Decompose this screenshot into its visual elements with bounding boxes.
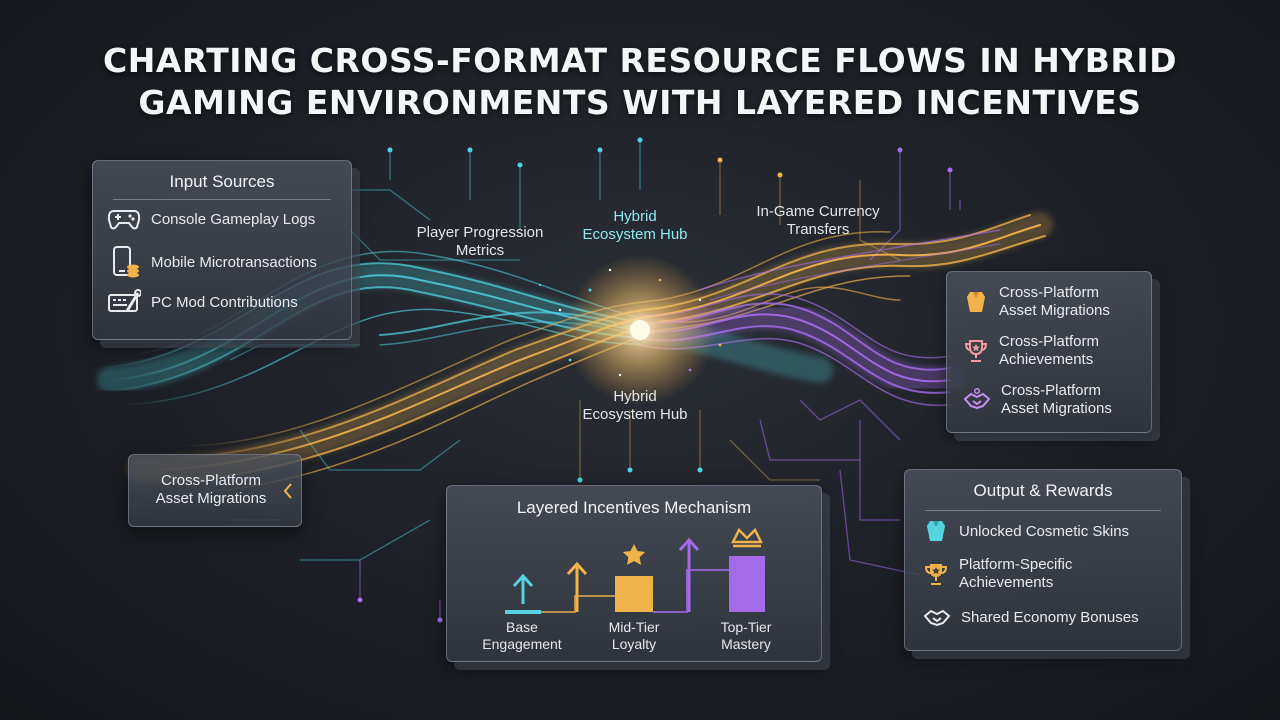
cross-platform-panel: Cross-Platform Asset Migrations Cross-Pl…: [946, 271, 1152, 433]
circuit-nodes: [357, 137, 953, 623]
label-line: Hybrid: [613, 388, 657, 405]
label-line: In-Game Currency: [756, 203, 880, 220]
output-item: Platform-Specific Achievements: [923, 556, 1072, 592]
label-line: Ecosystem Hub: [582, 226, 688, 243]
input-sources-panel: Input Sources Console Gameplay Logs Mobi…: [92, 160, 352, 340]
input-source-item: Mobile Microtransactions: [111, 245, 317, 279]
input-source-label: PC Mod Contributions: [151, 293, 298, 311]
input-source-item: PC Mod Contributions: [107, 289, 298, 315]
output-item: Shared Economy Bonuses: [923, 604, 1139, 630]
cape-icon: [967, 292, 985, 312]
hub-label-top: Hybrid Ecosystem Hub: [560, 208, 710, 244]
incentives-title: Layered Incentives Mechanism: [516, 498, 752, 517]
particles: [538, 268, 722, 377]
phone-coins-icon: [113, 246, 139, 278]
hub-core: [630, 320, 650, 340]
layered-incentives-panel: Layered Incentives Mechanism Base Engage…: [446, 485, 822, 662]
label-line: Base: [506, 619, 538, 635]
gamepad-icon: [107, 210, 141, 230]
output-item-label: Shared Economy Bonuses: [961, 608, 1139, 626]
label-line: Achievements: [999, 351, 1094, 368]
label-line: Asset Migrations: [999, 302, 1110, 319]
input-source-label: Console Gameplay Logs: [151, 210, 316, 228]
cross-platform-item: Cross-Platform Asset Migrations: [963, 382, 1112, 418]
left-asset-migrations-box: Cross-Platform Asset Migrations: [128, 454, 302, 527]
tier-top-bar: [729, 556, 765, 612]
divider: [113, 199, 331, 200]
divider: [925, 510, 1161, 511]
keyboard-wrench-icon: [108, 289, 141, 312]
trophy-icon: [964, 340, 988, 362]
label-line: Asset Migrations: [1001, 400, 1112, 417]
label-line: Cross-Platform: [999, 284, 1100, 301]
output-rewards-title: Output & Rewards: [973, 481, 1113, 500]
tier-step-chart: [505, 527, 765, 614]
left-box-text: Cross-Platform Asset Migrations: [147, 472, 275, 508]
label-line: Top-Tier: [720, 619, 772, 635]
output-item-label: Unlocked Cosmetic Skins: [959, 522, 1130, 540]
trophy-icon: [924, 564, 948, 585]
tier-label-mid: Mid-Tier Loyalty: [579, 619, 689, 653]
output-rewards-panel: Output & Rewards Unlocked Cosmetic Skins…: [904, 469, 1182, 651]
input-source-label: Mobile Microtransactions: [151, 253, 317, 271]
tier-label-base: Base Engagement: [467, 619, 577, 653]
player-progression-label: Player Progression Metrics: [400, 224, 560, 260]
handshake-icon: [963, 387, 991, 410]
currency-transfers-label: In-Game Currency Transfers: [738, 203, 898, 239]
star-icon: [622, 544, 646, 565]
hub-label-bottom: Hybrid Ecosystem Hub: [560, 388, 710, 424]
cape-icon: [927, 521, 945, 541]
label-line: Transfers: [786, 221, 850, 238]
chevron-left-icon: [283, 483, 292, 499]
label-line: Hybrid: [613, 208, 657, 225]
label-line: Metrics: [455, 242, 505, 259]
input-source-item: Console Gameplay Logs: [107, 206, 315, 232]
label-line: Platform-Specific: [959, 556, 1073, 573]
label-line: Mid-Tier: [608, 619, 660, 635]
arrow-up-icon: [512, 573, 534, 604]
circuit-lines-purple: [359, 150, 961, 620]
arrow-up-icon: [566, 561, 588, 612]
label-line: Loyalty: [611, 636, 657, 652]
cross-platform-item: Cross-Platform Asset Migrations: [963, 284, 1110, 320]
label-line: Cross-Platform: [1001, 382, 1102, 399]
output-item: Unlocked Cosmetic Skins: [923, 518, 1129, 544]
label-line: Cross-Platform: [160, 472, 261, 489]
tier-label-top: Top-Tier Mastery: [691, 619, 801, 653]
input-sources-title: Input Sources: [169, 172, 275, 191]
title-line-2: GAMING ENVIRONMENTS WITH LAYERED INCENTI…: [138, 83, 1142, 122]
cross-platform-item: Cross-Platform Achievements: [963, 333, 1099, 369]
label-line: Cross-Platform: [999, 333, 1100, 350]
label-line: Mastery: [721, 636, 771, 652]
label-line: Ecosystem Hub: [582, 406, 688, 423]
label-line: Achievements: [959, 574, 1054, 591]
crown-icon: [730, 527, 764, 544]
label-line: Asset Migrations: [155, 490, 267, 507]
page-title: CHARTING CROSS-FORMAT RESOURCE FLOWS IN …: [0, 40, 1280, 124]
title-line-1: CHARTING CROSS-FORMAT RESOURCE FLOWS IN …: [102, 41, 1177, 80]
tier-mid-bar: [615, 576, 653, 612]
label-line: Engagement: [482, 636, 562, 652]
handshake-icon: [923, 609, 951, 627]
arrow-up-icon: [678, 537, 700, 612]
label-line: Player Progression: [416, 224, 544, 241]
